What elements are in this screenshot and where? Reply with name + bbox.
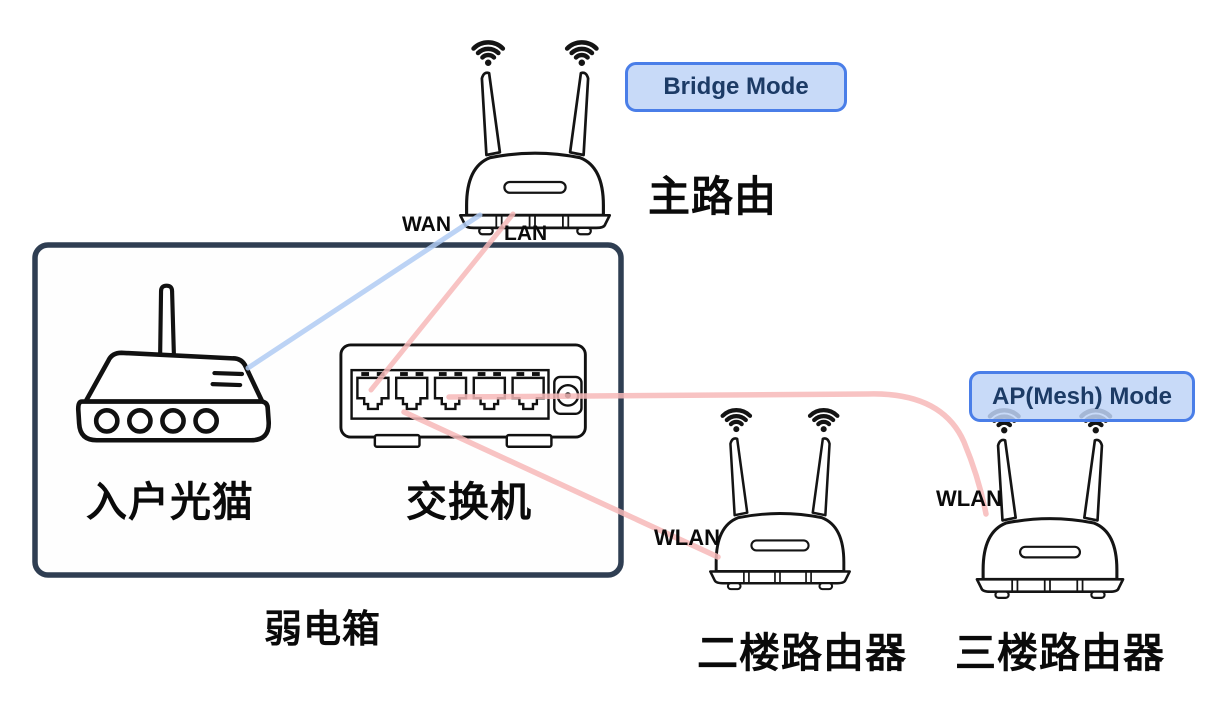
modem-label: 入户光猫 [86,479,254,525]
switch-label: 交换机 [406,479,532,525]
main-router-label: 主路由 [648,173,778,220]
lan-port-label: LAN [504,222,548,245]
floor2-router-illustration [710,410,849,589]
cable-switch-to-lan [368,211,516,393]
ap-mesh-mode-badge: AP(Mesh) Mode [969,371,1195,422]
cable-switch-to-floor2 [401,409,721,560]
enclosure-label: 弱电箱 [264,609,382,651]
bridge-mode-badge: Bridge Mode [625,62,847,112]
main-router-illustration [460,42,609,234]
floor3-wlan-port-label: WLAN [936,486,1002,511]
floor2-router-label: 二楼路由器 [697,630,907,676]
floor2-wlan-port-label: WLAN [654,525,720,550]
floor3-router-label: 三楼路由器 [955,630,1165,676]
cable-modem-to-wan [245,212,483,371]
cable-switch-to-floor3 [446,391,989,517]
wan-port-label: WAN [402,213,451,236]
connection-lines [245,211,989,560]
enclosure-box [32,242,624,578]
